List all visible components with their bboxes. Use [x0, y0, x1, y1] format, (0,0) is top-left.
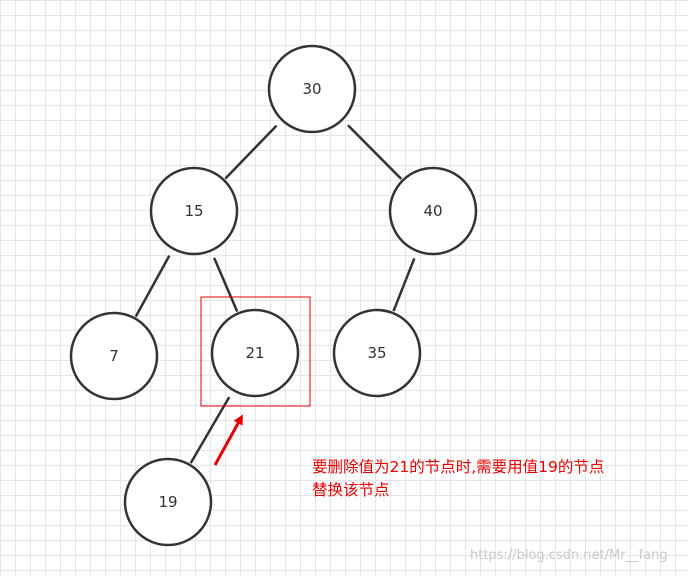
tree-node-21: 21	[210, 308, 300, 398]
highlight-box	[200, 296, 311, 407]
node-circle	[267, 44, 357, 134]
node-label: 21	[245, 344, 264, 362]
edge-n40-n35	[392, 257, 416, 312]
tree-node-15: 15	[149, 166, 239, 256]
node-circle	[149, 166, 239, 256]
tree-node-35: 35	[332, 308, 422, 398]
node-circle	[388, 166, 478, 256]
red-arrow	[213, 414, 243, 466]
node-label: 19	[158, 493, 177, 511]
edge-n15-n21	[212, 257, 239, 313]
edge-n21-n19	[189, 396, 231, 464]
node-circle	[210, 308, 300, 398]
edge-n30-n40	[347, 124, 403, 180]
tree-node-30: 30	[267, 44, 357, 134]
node-circle	[123, 457, 213, 547]
node-label: 15	[184, 202, 203, 220]
annotation-note: 要删除值为21的节点时,需要用值19的节点 替换该节点	[312, 456, 672, 502]
tree-node-7: 7	[69, 311, 159, 401]
node-circle	[332, 308, 422, 398]
watermark: https://blog.csdn.net/Mr__fang	[470, 548, 668, 563]
tree-node-40: 40	[388, 166, 478, 256]
node-label: 40	[423, 202, 442, 220]
edge-n15-n7	[134, 255, 171, 318]
node-label: 30	[302, 80, 321, 98]
edge-n30-n15	[224, 124, 278, 180]
node-label: 7	[109, 347, 119, 365]
node-label: 35	[367, 344, 386, 362]
annotation-line-1: 要删除值为21的节点时,需要用值19的节点	[312, 458, 605, 476]
node-circle	[69, 311, 159, 401]
tree-node-19: 19	[123, 457, 213, 547]
annotation-line-2: 替换该节点	[312, 481, 390, 499]
